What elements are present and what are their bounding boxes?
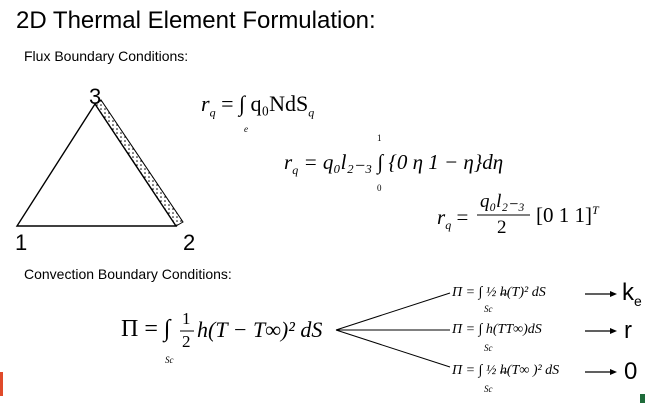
branch-1-result-sub: e <box>634 292 642 309</box>
flux-eq1-lhs: r <box>201 91 210 116</box>
branch-line-bot <box>335 329 451 368</box>
branch-2-expr: Π = ∫ h(TT∞)dS <box>452 322 542 337</box>
branch-1-expr: Π = ∫ ½ h(T)² dS <box>452 285 546 300</box>
arrow-ke-head <box>610 291 617 297</box>
branch-3-lower-limit: Sc <box>484 384 493 394</box>
flux-eq3-lhs-r: r <box>437 205 446 229</box>
node-3-label: 3 <box>89 84 102 109</box>
convection-main-lower-limit: Sc <box>165 355 174 365</box>
convection-heading: Convection Boundary Conditions: <box>24 266 232 282</box>
arrow-0-head <box>610 369 617 375</box>
flux-eq3-numerator: q₀l₂₋₃ <box>480 191 525 212</box>
node-2-label: 2 <box>183 230 196 255</box>
flux-edge-band <box>94 99 184 227</box>
flux-eq3-denominator: 2 <box>497 217 507 238</box>
flux-eq3-lhs: rq = <box>437 205 468 233</box>
triangle-element <box>15 102 178 227</box>
flux-eq1-lhs-sub: q <box>209 105 216 120</box>
flux-eq1-lower-limit: e <box>244 124 248 134</box>
branch-2-lower-limit: Sc <box>484 343 493 353</box>
flux-heading: Flux Boundary Conditions: <box>24 48 189 64</box>
convection-main-lhs: Π = ∫ <box>121 316 171 342</box>
flux-eq2-lower-limit: 0 <box>377 183 382 193</box>
branch-1-result-main: k <box>622 279 634 306</box>
node-1-label: 1 <box>15 230 28 255</box>
arrow-r-head <box>610 328 617 334</box>
flux-eq1-body-sub: q <box>308 105 315 120</box>
branch-2-result: r <box>624 317 632 344</box>
flux-eq3-sup: T <box>592 203 599 217</box>
flux-eq2: rq = q₀l₂₋₃ ∫ {0 η 1 − η}dη <box>284 150 503 178</box>
branch-3-result: 0 <box>624 358 638 385</box>
flux-eq1-body: = ∫ q₀NdS <box>221 91 309 116</box>
flux-eq2-lhs-sub: q <box>292 163 299 178</box>
convection-main-frac-top: 1 <box>182 309 191 328</box>
convection-main-frac-bot: 2 <box>182 332 191 351</box>
right-edge-accent <box>640 394 645 403</box>
slide-title: 2D Thermal Element Formulation: <box>16 7 376 34</box>
flux-eq3-lhs-sub: q <box>445 218 452 233</box>
left-edge-accent <box>0 372 3 396</box>
flux-eq2-lhs: r <box>284 150 293 174</box>
flux-eq3-equals: = <box>451 205 469 229</box>
flux-eq2-body: = q₀l₂₋₃ ∫ {0 η 1 − η}dη <box>303 150 504 174</box>
branch-1-result: ke <box>622 279 642 309</box>
convection-main-body: h(T − T∞)² dS <box>197 317 323 342</box>
flux-eq3-matrix: [0 1 1] <box>536 203 592 227</box>
flux-eq1: rq = ∫ q₀NdSq <box>201 91 314 120</box>
branch-line-top <box>335 292 451 331</box>
flux-eq3-body: [0 1 1]T <box>536 203 599 228</box>
branch-1-lower-limit: Sc <box>484 304 493 314</box>
flux-eq2-upper-limit: 1 <box>377 133 382 143</box>
branch-3-expr: Π = ∫ ½ h(T∞ )² dS <box>452 363 560 378</box>
